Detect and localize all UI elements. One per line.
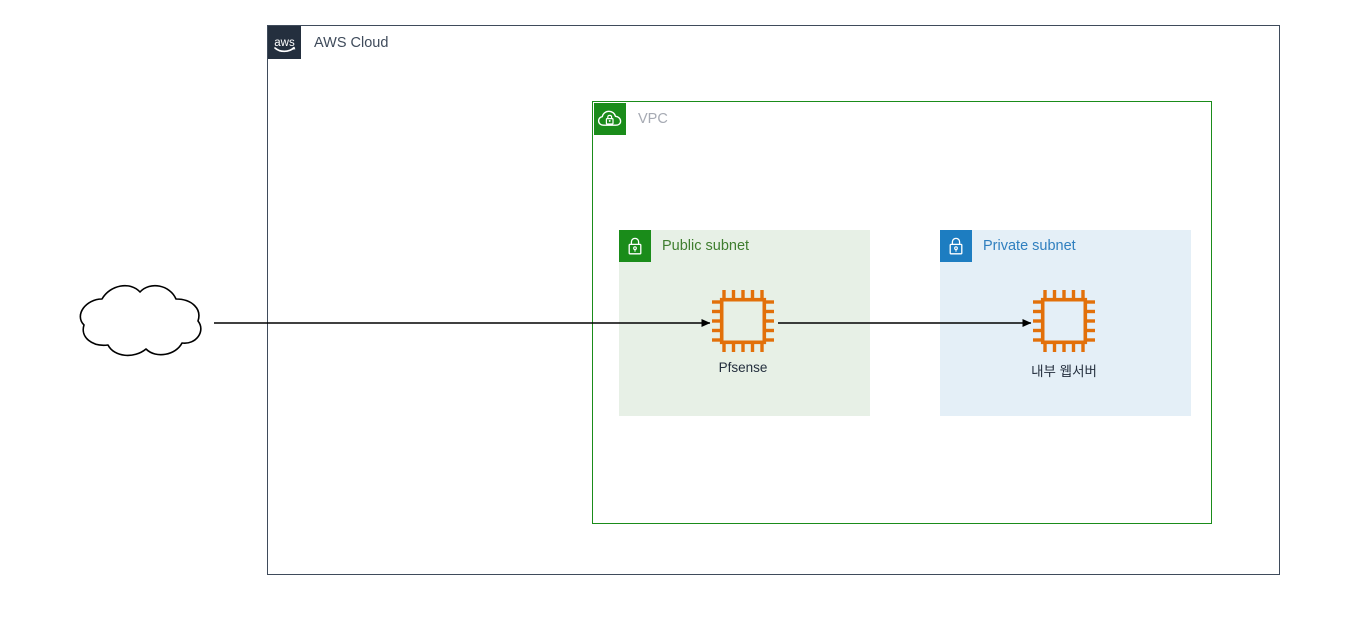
subnet-public-label: Public subnet [662, 238, 750, 254]
vpc-header: VPC [594, 103, 668, 135]
internet-cloud-icon [66, 275, 214, 365]
subnet-private-header: Private subnet [940, 230, 1076, 262]
aws-cloud-header: aws AWS Cloud [268, 26, 388, 59]
subnet-public-header: Public subnet [619, 230, 749, 262]
aws-cloud-label: AWS Cloud [314, 34, 389, 51]
vpc-label: VPC [638, 111, 668, 127]
lock-icon [619, 230, 651, 262]
subnet-private-label: Private subnet [983, 238, 1076, 254]
svg-text:aws: aws [274, 37, 295, 49]
node-pfsense-label: Pfsense [718, 360, 768, 375]
aws-logo-icon: aws [268, 26, 301, 59]
node-pfsense[interactable]: Pfsense [688, 288, 798, 375]
ec2-instance-chip-icon [712, 290, 774, 352]
node-internal-webserver-label: 내부 웹서버 [1031, 364, 1097, 379]
lock-icon [940, 230, 972, 262]
vpc-cloud-lock-icon [594, 103, 626, 135]
node-internal-webserver[interactable]: 내부 웹서버 [1009, 288, 1119, 380]
ec2-instance-chip-icon [1033, 290, 1095, 352]
